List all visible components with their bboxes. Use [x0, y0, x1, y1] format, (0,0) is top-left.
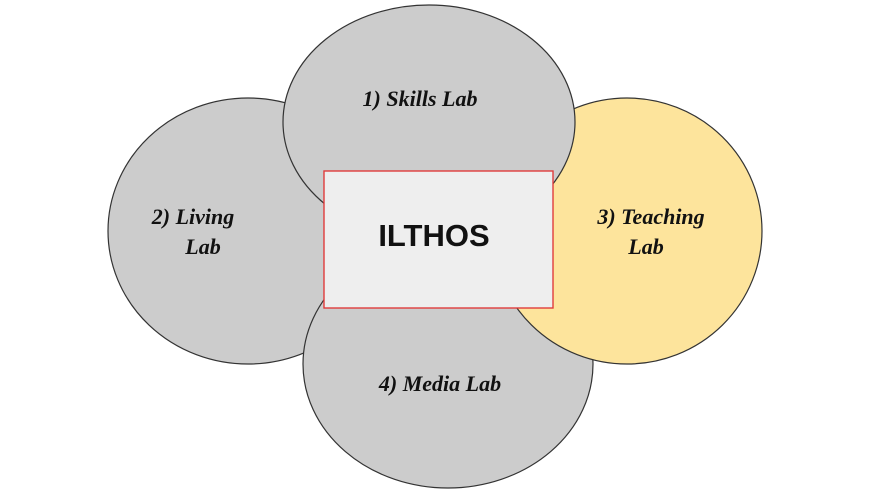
ilthos-center-box: [323, 170, 554, 309]
ilthos-title: ILTHOS: [378, 218, 489, 253]
teaching-lab-label-line1: 3) Teaching: [596, 204, 704, 229]
media-lab-label: 4) Media Lab: [378, 371, 501, 396]
teaching-lab-label-line2: Lab: [627, 234, 663, 259]
living-lab-label-line2: Lab: [184, 234, 220, 259]
living-lab-label-line1: 2) Living: [151, 204, 235, 229]
skills-lab-label: 1) Skills Lab: [363, 86, 478, 111]
